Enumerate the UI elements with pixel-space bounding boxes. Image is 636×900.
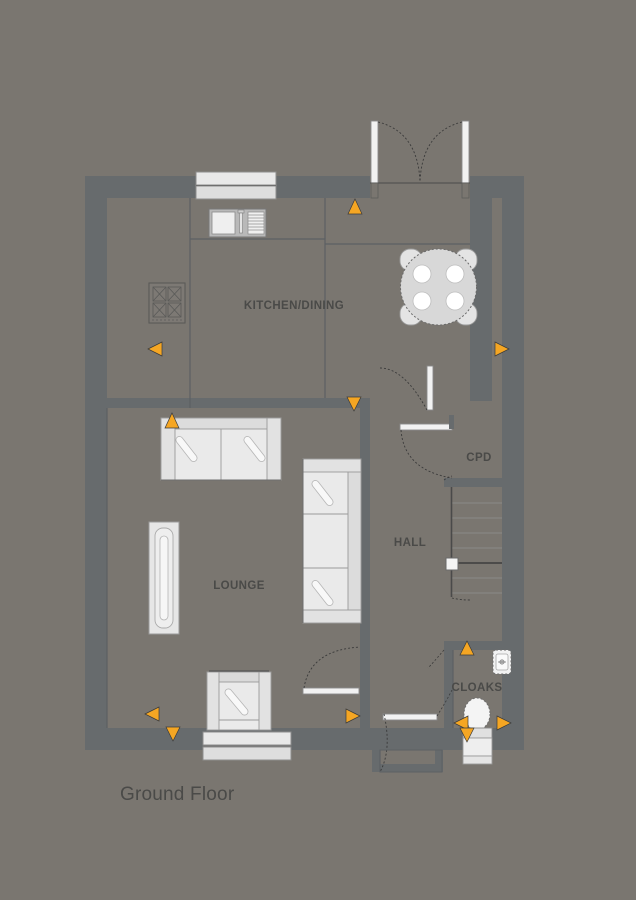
marker-cloaks-east	[496, 715, 512, 731]
view-direction-markers[interactable]	[144, 198, 512, 743]
marker-kitchen-north	[347, 198, 363, 215]
wash-basin	[492, 649, 512, 675]
marker-dining-east	[494, 341, 510, 357]
kitchen-sink	[208, 208, 267, 238]
marker-kitchen-west	[147, 341, 163, 357]
lounge-sofa-right	[302, 458, 362, 624]
french-doors[interactable]	[370, 120, 470, 199]
lounge-door[interactable]	[302, 646, 361, 695]
lounge-armchair	[206, 670, 272, 731]
marker-lounge-west	[144, 706, 160, 722]
marker-lounge-door-east	[345, 708, 361, 724]
staircase	[443, 475, 502, 601]
cpd-door[interactable]	[399, 415, 454, 479]
front-door[interactable]	[379, 689, 453, 773]
marker-cloaks-west	[453, 715, 469, 731]
lounge-media-unit	[148, 521, 180, 635]
marker-lounge-south	[165, 726, 181, 742]
kitchen-window	[195, 171, 277, 200]
cooker-hob	[148, 282, 186, 324]
marker-kitchen-south	[346, 396, 362, 412]
marker-lounge-north	[164, 412, 180, 429]
marker-cloaks-north	[459, 640, 475, 656]
lounge-window	[202, 731, 292, 761]
toilet	[462, 697, 493, 765]
marker-cloaks-south	[459, 727, 475, 743]
floor-plan-title: Ground Floor	[120, 784, 235, 805]
kitchen-door[interactable]	[379, 365, 434, 411]
internal-walls	[107, 176, 502, 772]
dining-table	[399, 248, 478, 326]
lounge-sofa-top	[160, 417, 282, 481]
